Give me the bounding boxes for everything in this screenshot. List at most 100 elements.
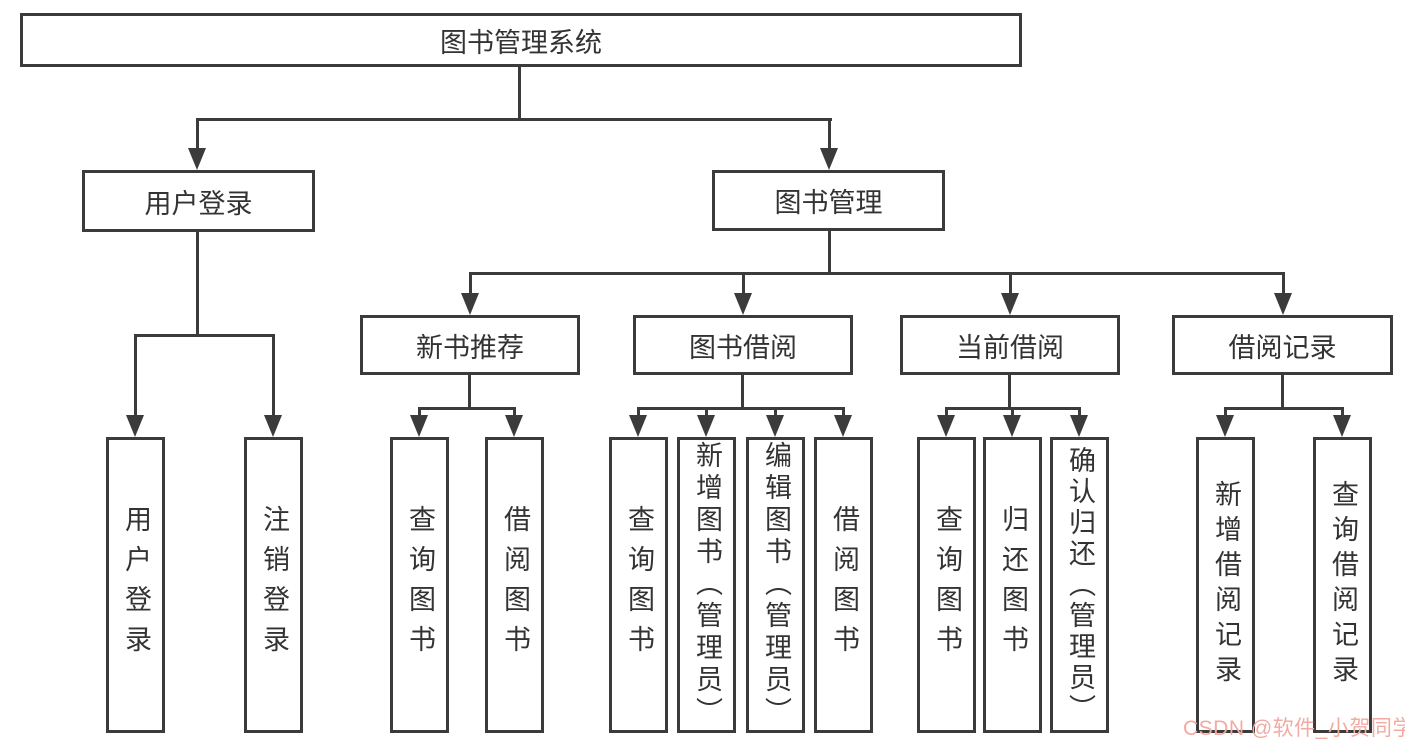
leaf-user-login: 用户登录 [106, 437, 165, 733]
arrow-stem [773, 407, 777, 417]
arrow-to-br-add [1216, 407, 1234, 437]
connector-new-book-stem [468, 374, 471, 409]
arrow-stem [636, 407, 640, 417]
node-new-book: 新书推荐 [360, 315, 580, 375]
arrow-to-cb-confirm [1070, 407, 1088, 437]
arrow-to-book-borrow [734, 272, 752, 315]
connector-book-mgmt-stem [828, 229, 831, 275]
arrow-stem [1008, 272, 1012, 295]
arrow-stem [704, 407, 708, 417]
leaf-nb-borrow-books-label: 借阅图书 [500, 505, 530, 665]
arrow-stem [417, 407, 421, 417]
arrowhead-down-icon [1274, 293, 1292, 315]
leaf-bb-add-books-admin-label: 新增图书（管理员） [692, 441, 722, 729]
arrow-to-bb-edit [766, 407, 784, 437]
leaf-bb-borrow-books: 借阅图书 [814, 437, 873, 733]
arrowhead-down-icon [1001, 293, 1019, 315]
arrow-to-book-mgmt [820, 118, 838, 170]
leaf-user-login-label: 用户登录 [121, 505, 151, 665]
node-book-borrow: 图书借阅 [633, 315, 853, 375]
leaf-nb-borrow-books: 借阅图书 [485, 437, 544, 733]
arrow-stem [1010, 407, 1014, 417]
leaf-bb-query-books-label: 查询图书 [624, 505, 654, 665]
node-borrow-record-label: 借阅记录 [1228, 332, 1337, 363]
connector-current-borrow-stem [1008, 374, 1011, 409]
connector-new-book-hline [418, 407, 516, 410]
arrowhead-down-icon [937, 415, 955, 437]
arrow-to-current-borrow [1001, 272, 1019, 315]
leaf-nb-query-books: 查询图书 [390, 437, 449, 733]
leaf-cb-query-books-label: 查询图书 [932, 505, 962, 665]
arrow-stem [195, 118, 199, 150]
node-book-mgmt: 图书管理 [712, 170, 945, 231]
csdn-watermark: CSDN @软件_小贺同学 [1183, 717, 1405, 740]
node-new-book-label: 新书推荐 [416, 332, 524, 363]
arrowhead-down-icon [766, 415, 784, 437]
arrowhead-down-icon [461, 293, 479, 315]
arrow-to-leaf-logout [264, 334, 282, 437]
arrowhead-down-icon [697, 415, 715, 437]
leaf-nb-query-books-label: 查询图书 [405, 505, 435, 665]
connector-borrow-record-hline [1224, 407, 1344, 410]
arrow-to-bb-add [697, 407, 715, 437]
leaf-cb-confirm-return-admin-label: 确认归还（管理员） [1065, 445, 1095, 725]
arrow-stem [741, 272, 745, 295]
connector-book-borrow-hline [637, 407, 845, 410]
arrow-to-cb-query [937, 407, 955, 437]
arrowhead-down-icon [834, 415, 852, 437]
arrow-to-user-login [188, 118, 206, 170]
arrow-to-br-query [1333, 407, 1351, 437]
leaf-bb-borrow-books-label: 借阅图书 [829, 505, 859, 665]
connector-level3-hline [469, 272, 1284, 275]
arrowhead-down-icon [629, 415, 647, 437]
arrow-to-new-book [461, 272, 479, 315]
node-root: 图书管理系统 [20, 13, 1022, 67]
leaf-br-add-record-label: 新增借阅记录 [1211, 480, 1241, 690]
arrow-to-bb-query [629, 407, 647, 437]
leaf-cb-confirm-return-admin: 确认归还（管理员） [1050, 437, 1109, 733]
arrowhead-down-icon [734, 293, 752, 315]
node-root-label: 图书管理系统 [440, 27, 602, 58]
connector-user-login-hline [134, 334, 275, 337]
connector-borrow-record-stem [1281, 374, 1284, 409]
connector-root-hline [196, 118, 832, 121]
arrowhead-down-icon [820, 148, 838, 170]
connector-user-login-stem [196, 231, 199, 336]
arrowhead-down-icon [188, 148, 206, 170]
node-current-borrow: 当前借阅 [900, 315, 1120, 375]
arrow-stem [512, 407, 516, 417]
arrow-stem [1281, 272, 1285, 295]
arrowhead-down-icon [1003, 415, 1021, 437]
connector-book-borrow-stem [741, 374, 744, 409]
arrow-stem [841, 407, 845, 417]
leaf-br-query-record-label: 查询借阅记录 [1328, 480, 1358, 690]
arrow-stem [1077, 407, 1081, 417]
connector-root-stem [518, 66, 521, 120]
leaf-cb-return-books-label: 归还图书 [998, 505, 1028, 665]
arrow-to-nb-borrow [505, 407, 523, 437]
node-current-borrow-label: 当前借阅 [956, 332, 1064, 363]
leaf-cb-return-books: 归还图书 [983, 437, 1042, 733]
arrow-stem [271, 334, 275, 417]
leaf-cb-query-books: 查询图书 [917, 437, 976, 733]
arrow-to-bb-borrow [834, 407, 852, 437]
arrow-to-cb-return [1003, 407, 1021, 437]
arrow-to-nb-query [410, 407, 428, 437]
leaf-logout: 注销登录 [244, 437, 303, 733]
arrow-stem [944, 407, 948, 417]
arrow-stem [468, 272, 472, 295]
arrowhead-down-icon [410, 415, 428, 437]
arrowhead-down-icon [505, 415, 523, 437]
arrow-stem [827, 118, 831, 150]
node-book-mgmt-label: 图书管理 [774, 188, 883, 218]
arrow-stem [1223, 407, 1227, 417]
arrowhead-down-icon [1070, 415, 1088, 437]
arrowhead-down-icon [1216, 415, 1234, 437]
leaf-bb-query-books: 查询图书 [609, 437, 668, 733]
node-borrow-record: 借阅记录 [1172, 315, 1393, 375]
leaf-br-query-record: 查询借阅记录 [1313, 437, 1372, 733]
node-book-borrow-label: 图书借阅 [689, 332, 797, 363]
node-user-login-label: 用户登录 [144, 188, 253, 219]
arrow-to-borrow-record [1274, 272, 1292, 315]
